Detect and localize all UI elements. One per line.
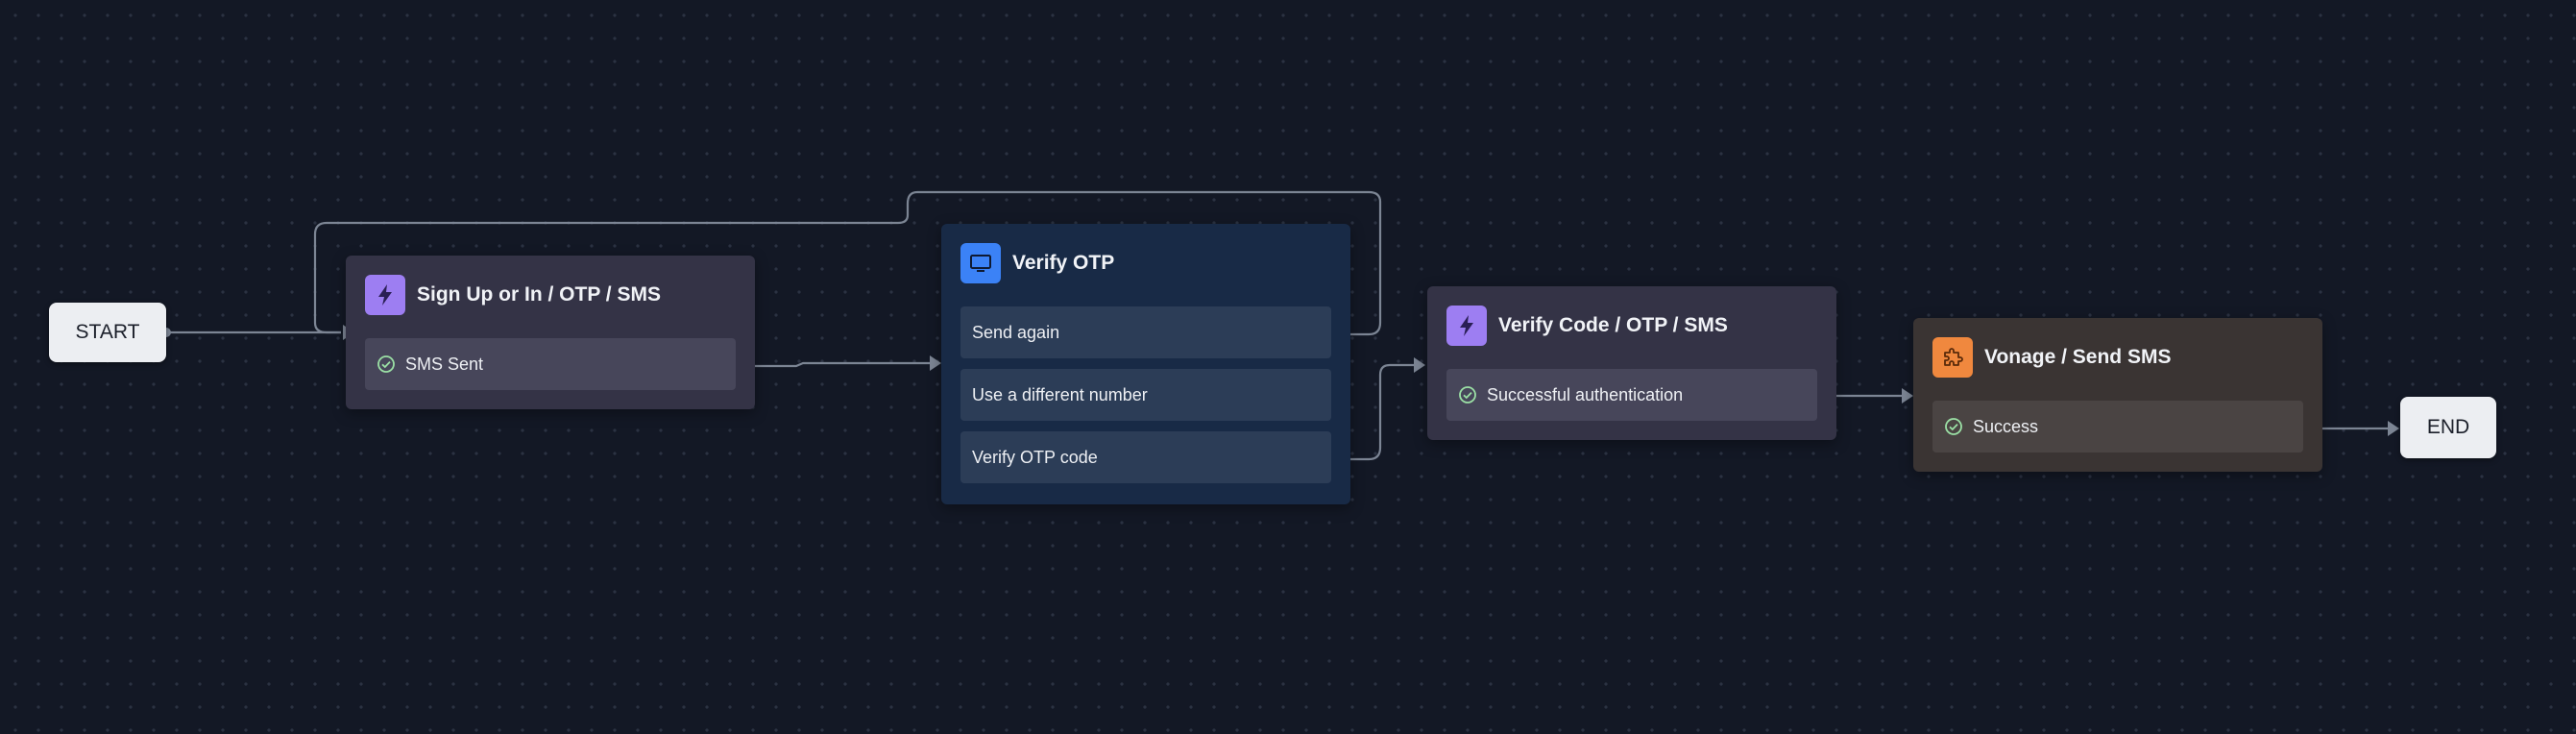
row-label: Successful authentication [1487, 384, 1684, 404]
row-label: Send again [972, 322, 1060, 342]
node-row-send-again[interactable]: Send again [960, 306, 1331, 358]
lightning-icon [365, 275, 405, 315]
node-header: Verify OTP [960, 243, 1114, 283]
check-circle-icon [1458, 385, 1477, 404]
node-title: Verify Code / OTP / SMS [1498, 314, 1728, 336]
row-label: Verify OTP code [972, 447, 1098, 467]
check-circle-icon [377, 355, 396, 374]
end-node[interactable]: END [2400, 397, 2496, 458]
edge-send-again-loop [313, 190, 1382, 336]
node-vonage-send-sms[interactable]: Vonage / Send SMS Success [1913, 318, 2322, 472]
lightning-icon [1446, 306, 1487, 346]
edge-verifycode-to-verifyotp-entry [1330, 363, 1414, 461]
node-title: Verify OTP [1012, 252, 1115, 274]
arrow-into-verifycode [1414, 357, 1425, 373]
node-header: Vonage / Send SMS [1932, 337, 2171, 378]
start-label: START [75, 321, 140, 343]
edge-smssent-to-verifyotp [736, 361, 936, 368]
start-node[interactable]: START [49, 303, 166, 362]
node-header: Verify Code / OTP / SMS [1446, 306, 1728, 346]
node-row-success[interactable]: Success [1932, 401, 2303, 453]
node-row-sms-sent[interactable]: SMS Sent [365, 338, 736, 390]
node-title: Sign Up or In / OTP / SMS [417, 283, 661, 306]
node-signup-otp-sms[interactable]: Sign Up or In / OTP / SMS SMS Sent [346, 256, 755, 409]
node-verify-otp[interactable]: Verify OTP Send again Use a different nu… [941, 224, 1350, 504]
node-row-use-different-number[interactable]: Use a different number [960, 369, 1331, 421]
node-row-verify-otp-code[interactable]: Verify OTP code [960, 431, 1331, 483]
arrow-into-end [2388, 421, 2399, 436]
node-header: Sign Up or In / OTP / SMS [365, 275, 661, 315]
row-label: Use a different number [972, 384, 1148, 404]
node-row-successful-authentication[interactable]: Successful authentication [1446, 369, 1817, 421]
arrow-into-verifyotp [930, 355, 941, 371]
monitor-icon [960, 243, 1001, 283]
node-verify-code-otp-sms[interactable]: Verify Code / OTP / SMS Successful authe… [1427, 286, 1836, 440]
row-label: SMS Sent [405, 354, 484, 374]
puzzle-icon [1932, 337, 1973, 378]
node-title: Vonage / Send SMS [1984, 346, 2172, 368]
end-label: END [2426, 416, 2470, 438]
row-label: Success [1973, 416, 2039, 436]
check-circle-icon [1944, 417, 1963, 436]
arrow-into-vonage [1902, 388, 1913, 404]
